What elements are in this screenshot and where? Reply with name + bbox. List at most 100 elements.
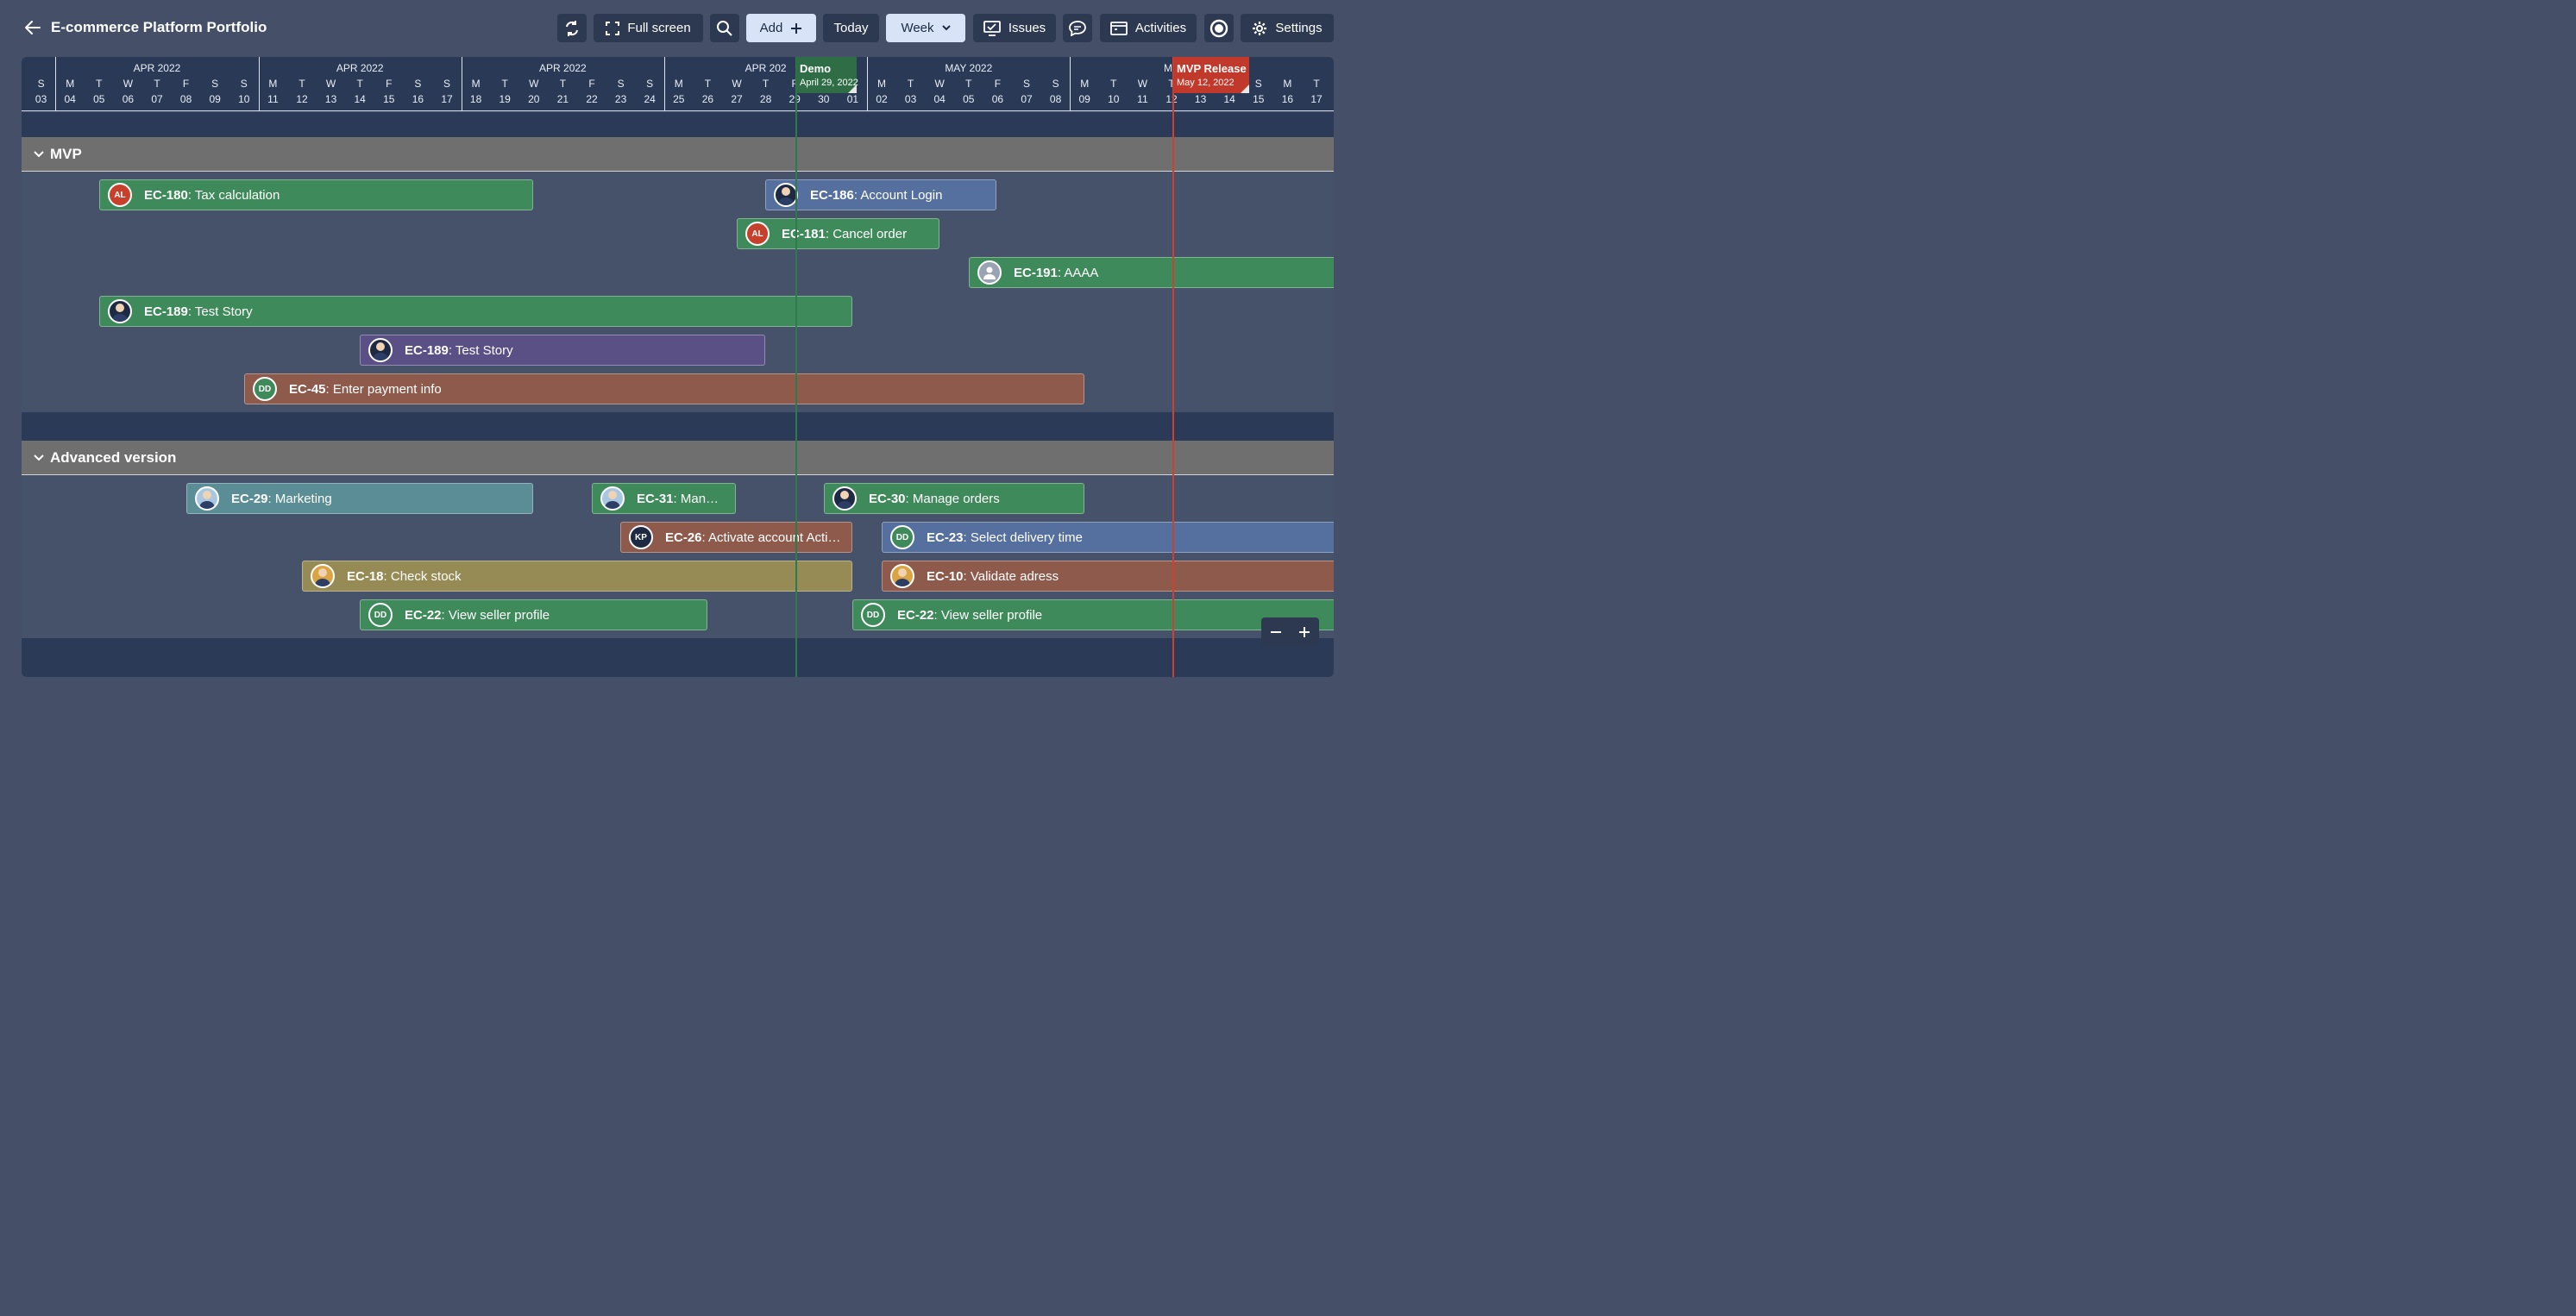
task-label: EC-45: Enter payment info: [289, 382, 450, 397]
comments-button[interactable]: [1063, 14, 1092, 42]
day-letter: S: [1254, 78, 1262, 90]
day-letter: T: [96, 78, 103, 90]
day-letter: W: [123, 78, 134, 90]
task-bar[interactable]: EC-31: Man…: [592, 483, 736, 514]
day-number: 14: [1223, 93, 1235, 105]
day-number: 24: [644, 93, 656, 105]
spacer-band: [22, 112, 1334, 137]
day-number: 25: [673, 93, 685, 105]
day-letter: M: [877, 78, 886, 90]
avatar-initials-icon: DD: [253, 377, 277, 401]
corner-fold-icon: [1241, 85, 1249, 93]
activities-button[interactable]: Activities: [1100, 14, 1197, 42]
avatar-photo-icon: [890, 564, 914, 588]
day-number: 07: [1021, 93, 1033, 105]
group-name: MVP: [50, 145, 82, 162]
day-letter: S: [646, 78, 654, 90]
task-bar[interactable]: EC-191: AAAA: [969, 257, 1334, 288]
search-button[interactable]: [710, 14, 739, 42]
day-number: 03: [904, 93, 917, 105]
day-letter: M: [674, 78, 683, 90]
day-letter: T: [298, 78, 305, 90]
task-key: EC-181: [782, 226, 826, 241]
week-divider: [258, 57, 260, 111]
task-label: EC-30: Manage orders: [869, 492, 1008, 506]
day-letter: M: [1080, 78, 1090, 90]
day-number: 22: [586, 93, 598, 105]
day-number: 04: [933, 93, 946, 105]
group-header-mvp[interactable]: MVP: [22, 137, 1334, 172]
day-letter: T: [501, 78, 508, 90]
task-label: EC-26: Activate account Acti…: [665, 530, 849, 545]
group-header-advanced[interactable]: Advanced version: [22, 441, 1334, 475]
task-label: EC-10: Validate adress: [927, 569, 1067, 584]
day-letter: W: [325, 78, 336, 90]
day-number: 11: [1137, 93, 1148, 105]
fullscreen-button[interactable]: Full screen: [594, 14, 703, 42]
day-number: 15: [1253, 93, 1265, 105]
task-title: : Marketing: [267, 491, 332, 506]
day-number: 04: [64, 93, 76, 105]
task-bar[interactable]: EC-186: Account Login: [765, 179, 996, 210]
back-button[interactable]: [21, 16, 45, 40]
task-title: : Enter payment info: [325, 381, 442, 397]
task-label: EC-22: View seller profile: [897, 608, 1051, 623]
settings-button[interactable]: Settings: [1241, 14, 1334, 42]
corner-fold-icon: [848, 85, 857, 93]
task-bar[interactable]: EC-18: Check stock: [302, 561, 852, 592]
task-title: : View seller profile: [933, 607, 1043, 623]
task-label: EC-191: AAAA: [1014, 266, 1107, 280]
theme-toggle-button[interactable]: [1204, 14, 1234, 42]
day-letter: M: [471, 78, 481, 90]
zoom-in-button[interactable]: [1298, 626, 1310, 638]
search-icon: [717, 20, 732, 36]
task-title: : Cancel order: [825, 226, 908, 241]
task-bar[interactable]: EC-30: Manage orders: [824, 483, 1084, 514]
task-bar[interactable]: EC-189: Test Story: [99, 296, 852, 327]
day-number: 09: [1078, 93, 1090, 105]
task-key: EC-22: [897, 607, 934, 623]
day-letter: F: [781, 78, 808, 90]
day-number: 11: [267, 93, 279, 105]
day-letter: M: [268, 78, 278, 90]
task-key: EC-45: [289, 381, 326, 397]
refresh-button[interactable]: [557, 14, 587, 42]
task-title: : Man…: [673, 491, 719, 506]
zoom-controls: [1261, 617, 1319, 647]
avatar-initials-icon: AL: [745, 222, 770, 246]
avatar-photo-icon: [832, 486, 857, 511]
task-bar[interactable]: DD EC-45: Enter payment info: [244, 373, 1084, 404]
task-bar[interactable]: EC-189: Test Story: [360, 335, 765, 366]
day-number: 13: [1194, 93, 1207, 105]
week-divider: [55, 57, 57, 111]
day-letter: T: [1168, 78, 1175, 90]
task-key: EC-186: [810, 187, 854, 203]
task-key: EC-29: [231, 491, 268, 506]
task-bar[interactable]: EC-10: Validate adress: [882, 561, 1334, 592]
milestone-title: MVP Release: [1177, 62, 1247, 75]
minus-icon: [1270, 631, 1281, 633]
add-button[interactable]: Add: [746, 14, 816, 42]
view-mode-select[interactable]: Week: [886, 14, 965, 42]
fullscreen-label: Full screen: [627, 21, 691, 35]
fullscreen-icon: [606, 21, 620, 35]
zoom-out-button[interactable]: [1270, 626, 1282, 638]
day-number: 08: [179, 93, 192, 105]
day-letter: S: [240, 78, 248, 90]
refresh-icon: [566, 20, 578, 36]
task-bar[interactable]: EC-29: Marketing: [186, 483, 533, 514]
task-title: : Select delivery time: [963, 530, 1083, 545]
issues-button[interactable]: Issues: [973, 14, 1056, 42]
avatar-photo-icon: [311, 564, 335, 588]
today-button[interactable]: Today: [823, 14, 879, 42]
plus-icon: [791, 22, 802, 34]
add-label: Add: [759, 21, 783, 35]
task-bar[interactable]: AL EC-181: Cancel order: [737, 218, 939, 249]
